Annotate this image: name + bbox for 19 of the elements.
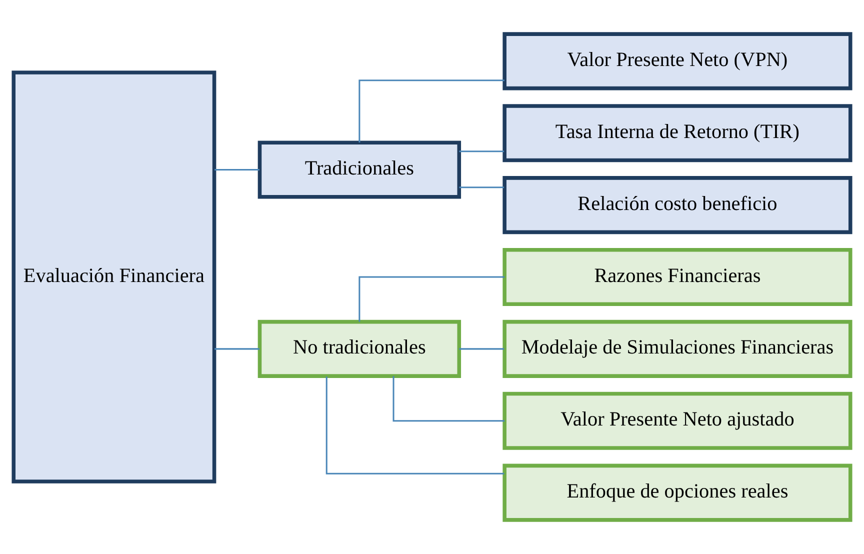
node-box: Valor Presente Neto ajustado (502, 392, 852, 450)
node-box: Evaluación Financiera (12, 70, 216, 484)
connector (214, 348, 260, 350)
connector (459, 186, 504, 188)
node-box: Tasa Interna de Retorno (TIR) (502, 104, 852, 162)
node-box: Enfoque de opciones reales (502, 464, 852, 522)
connector (358, 80, 504, 142)
connector (326, 376, 504, 474)
connector (392, 376, 505, 422)
node-box: No tradicionales (258, 320, 462, 378)
node-box: Tradicionales (258, 140, 462, 199)
connector (214, 168, 260, 170)
node-box: Modelaje de Simulaciones Financieras (502, 320, 852, 378)
connector (459, 348, 504, 350)
connector (358, 276, 504, 322)
node-box: Valor Presente Neto (VPN) (502, 32, 852, 90)
connector (459, 150, 504, 152)
node-box: Razones Financieras (502, 248, 852, 306)
node-box: Relación costo beneficio (502, 176, 852, 234)
